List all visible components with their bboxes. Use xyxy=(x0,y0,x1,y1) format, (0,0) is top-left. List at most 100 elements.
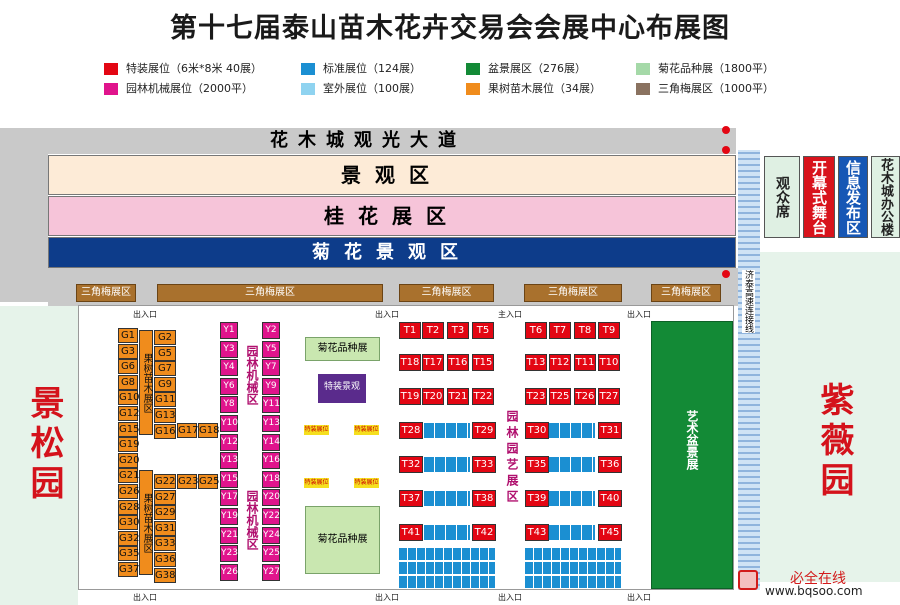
booth[interactable]: Y7 xyxy=(262,359,280,377)
standard-booth-row[interactable] xyxy=(399,562,495,574)
standard-booth-row[interactable] xyxy=(399,548,495,560)
booth[interactable]: G1 xyxy=(118,328,138,343)
booth[interactable]: T38 xyxy=(472,490,496,507)
booth[interactable]: Y16 xyxy=(262,452,280,470)
booth[interactable]: Y18 xyxy=(262,470,280,488)
booth[interactable]: Y1 xyxy=(220,322,238,339)
booth[interactable]: Y17 xyxy=(220,489,238,507)
standard-booth-row[interactable] xyxy=(525,576,621,588)
booth[interactable]: T11 xyxy=(574,354,596,371)
booth[interactable]: G21 xyxy=(118,468,140,484)
booth[interactable]: T37 xyxy=(399,490,423,507)
booth[interactable]: G12 xyxy=(118,406,140,421)
booth[interactable]: Y13 xyxy=(262,415,280,432)
booth[interactable]: T33 xyxy=(472,456,496,473)
booth[interactable]: G16 xyxy=(154,423,176,439)
booth[interactable]: Y19 xyxy=(220,508,238,525)
booth[interactable]: G29 xyxy=(154,505,176,521)
booth[interactable]: G3 xyxy=(118,343,138,359)
booth[interactable]: G36 xyxy=(154,552,176,567)
booth[interactable]: T29 xyxy=(472,422,496,439)
booth[interactable]: T15 xyxy=(472,354,494,371)
booth[interactable]: G32 xyxy=(118,530,140,546)
booth[interactable]: G15 xyxy=(118,421,140,437)
standard-booth-cluster[interactable] xyxy=(424,457,470,472)
booth[interactable]: Y20 xyxy=(262,489,280,507)
booth[interactable]: T26 xyxy=(574,388,596,405)
booth[interactable]: G17 xyxy=(177,423,199,438)
booth[interactable]: T9 xyxy=(598,322,620,339)
standard-booth-cluster[interactable] xyxy=(424,491,470,506)
booth[interactable]: T41 xyxy=(399,524,423,541)
booth[interactable]: T25 xyxy=(549,388,571,405)
booth[interactable]: Y14 xyxy=(262,433,280,451)
standard-booth-cluster[interactable] xyxy=(424,525,470,540)
standard-booth-cluster[interactable] xyxy=(424,423,470,438)
booth[interactable]: T5 xyxy=(472,322,494,339)
booth[interactable]: T27 xyxy=(598,388,620,405)
booth[interactable]: T3 xyxy=(447,322,469,339)
booth[interactable]: G19 xyxy=(118,437,140,453)
standard-booth-row[interactable] xyxy=(399,576,495,588)
booth[interactable]: Y27 xyxy=(262,563,280,581)
booth[interactable]: T7 xyxy=(549,322,571,339)
standard-booth-cluster[interactable] xyxy=(549,491,595,506)
booth[interactable]: T36 xyxy=(598,456,622,473)
booth[interactable]: G31 xyxy=(154,520,176,536)
booth[interactable]: G11 xyxy=(154,392,176,408)
booth[interactable]: Y25 xyxy=(262,545,280,563)
booth[interactable]: G28 xyxy=(118,499,140,515)
booth[interactable]: Y3 xyxy=(220,340,238,358)
booth[interactable]: Y11 xyxy=(262,396,280,414)
booth[interactable]: Y21 xyxy=(220,526,238,544)
standard-booth-row[interactable] xyxy=(525,548,621,560)
booth[interactable]: G10 xyxy=(118,390,140,406)
booth[interactable]: G13 xyxy=(154,408,176,423)
booth[interactable]: T43 xyxy=(525,524,549,541)
booth[interactable]: G23 xyxy=(177,474,199,489)
booth[interactable]: G8 xyxy=(118,374,138,390)
booth[interactable]: T23 xyxy=(525,388,547,405)
booth[interactable]: T35 xyxy=(525,456,549,473)
booth[interactable]: T19 xyxy=(399,388,421,405)
booth[interactable]: T21 xyxy=(447,388,469,405)
booth[interactable]: G5 xyxy=(154,345,176,361)
booth[interactable]: Y13 xyxy=(220,452,238,470)
booth[interactable]: G22 xyxy=(154,474,176,489)
booth[interactable]: T42 xyxy=(472,524,496,541)
booth[interactable]: T2 xyxy=(422,322,444,339)
booth[interactable]: G26 xyxy=(118,484,140,499)
booth[interactable]: G25 xyxy=(198,474,220,489)
booth[interactable]: G7 xyxy=(154,361,176,377)
booth[interactable]: T10 xyxy=(598,354,620,371)
booth[interactable]: G27 xyxy=(154,489,176,505)
booth[interactable]: Y26 xyxy=(220,563,238,581)
booth[interactable]: T12 xyxy=(549,354,571,371)
booth[interactable]: T31 xyxy=(598,422,622,439)
booth[interactable]: T20 xyxy=(422,388,444,405)
booth[interactable]: G6 xyxy=(118,359,138,375)
booth[interactable]: G30 xyxy=(118,515,140,531)
booth[interactable]: Y8 xyxy=(220,396,238,414)
booth[interactable]: G37 xyxy=(118,562,140,577)
booth[interactable]: G33 xyxy=(154,536,176,552)
standard-booth-cluster[interactable] xyxy=(549,457,595,472)
booth[interactable]: T22 xyxy=(472,388,494,405)
booth[interactable]: Y6 xyxy=(220,377,238,395)
booth[interactable]: T18 xyxy=(399,354,421,371)
booth[interactable]: T32 xyxy=(399,456,423,473)
booth[interactable]: T1 xyxy=(399,322,421,339)
booth[interactable]: Y22 xyxy=(262,508,280,525)
booth[interactable]: G38 xyxy=(154,567,176,583)
booth[interactable]: T8 xyxy=(574,322,596,339)
booth[interactable]: T13 xyxy=(525,354,547,371)
standard-booth-cluster[interactable] xyxy=(549,423,595,438)
booth[interactable]: Y4 xyxy=(220,359,238,377)
standard-booth-cluster[interactable] xyxy=(549,525,595,540)
booth[interactable]: Y5 xyxy=(262,340,280,358)
booth[interactable]: G9 xyxy=(154,376,176,392)
booth[interactable]: G2 xyxy=(154,330,176,345)
booth[interactable]: Y12 xyxy=(220,433,238,451)
booth[interactable]: G20 xyxy=(118,452,140,468)
booth[interactable]: Y2 xyxy=(262,322,280,339)
